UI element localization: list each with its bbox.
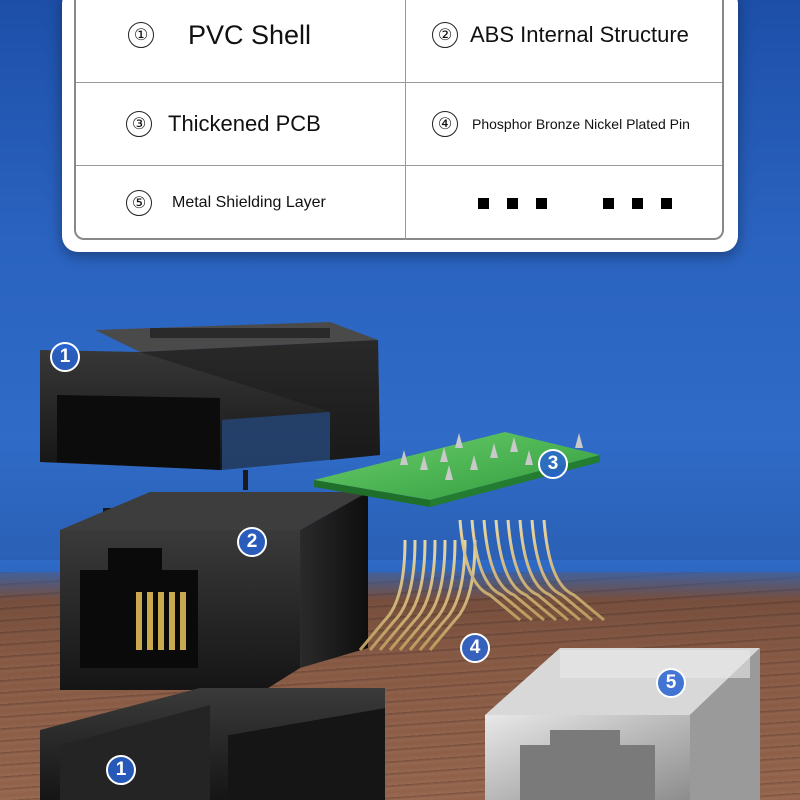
spec-label: ABS Internal Structure bbox=[470, 22, 689, 47]
spec-table: ① PVC Shell ② ABS Internal Structure ③ T… bbox=[74, 0, 724, 240]
spec-row-2: ③ Thickened PCB ④ Phosphor Bronze Nickel… bbox=[76, 83, 722, 166]
spec-label: Thickened PCB bbox=[168, 111, 321, 136]
spec-cell-thickened-pcb: ③ Thickened PCB bbox=[76, 83, 406, 165]
callout-badge-abs-structure: 2 bbox=[237, 527, 267, 557]
spec-label: Metal Shielding Layer bbox=[172, 194, 326, 211]
callout-badge-metal-shield: 5 bbox=[656, 668, 686, 698]
abs-internal-structure bbox=[60, 492, 368, 690]
spec-cell-abs-internal: ② ABS Internal Structure bbox=[406, 0, 722, 82]
spec-label: PVC Shell bbox=[188, 19, 312, 50]
number-badge: ① bbox=[128, 22, 154, 48]
spec-row-1: ① PVC Shell ② ABS Internal Structure bbox=[76, 0, 722, 83]
placeholder-dots bbox=[478, 197, 672, 209]
number-badge: ⑤ bbox=[126, 190, 152, 216]
spec-cell-placeholder-dots bbox=[406, 166, 722, 240]
pvc-shell-bottom bbox=[40, 688, 385, 800]
number-badge: ③ bbox=[126, 111, 152, 137]
spec-card: ① PVC Shell ② ABS Internal Structure ③ T… bbox=[62, 0, 738, 252]
callout-badge-pvc-shell-bottom: 1 bbox=[106, 755, 136, 785]
spec-cell-phosphor-bronze: ④ Phosphor Bronze Nickel Plated Pin bbox=[406, 83, 722, 165]
pvc-shell-top bbox=[40, 322, 380, 470]
phosphor-bronze-pins bbox=[358, 519, 605, 651]
metal-shielding-layer bbox=[485, 648, 760, 800]
callout-badge-pins: 4 bbox=[460, 633, 490, 663]
spec-row-3: ⑤ Metal Shielding Layer bbox=[76, 166, 722, 240]
spec-cell-pvc-shell: ① PVC Shell bbox=[76, 0, 406, 82]
spec-label: Phosphor Bronze Nickel Plated Pin bbox=[472, 116, 690, 132]
callout-badge-pcb: 3 bbox=[538, 449, 568, 479]
callout-badge-pvc-shell-top: 1 bbox=[50, 342, 80, 372]
spec-cell-metal-shielding: ⑤ Metal Shielding Layer bbox=[76, 166, 406, 240]
number-badge: ② bbox=[432, 22, 458, 48]
number-badge: ④ bbox=[432, 111, 458, 137]
